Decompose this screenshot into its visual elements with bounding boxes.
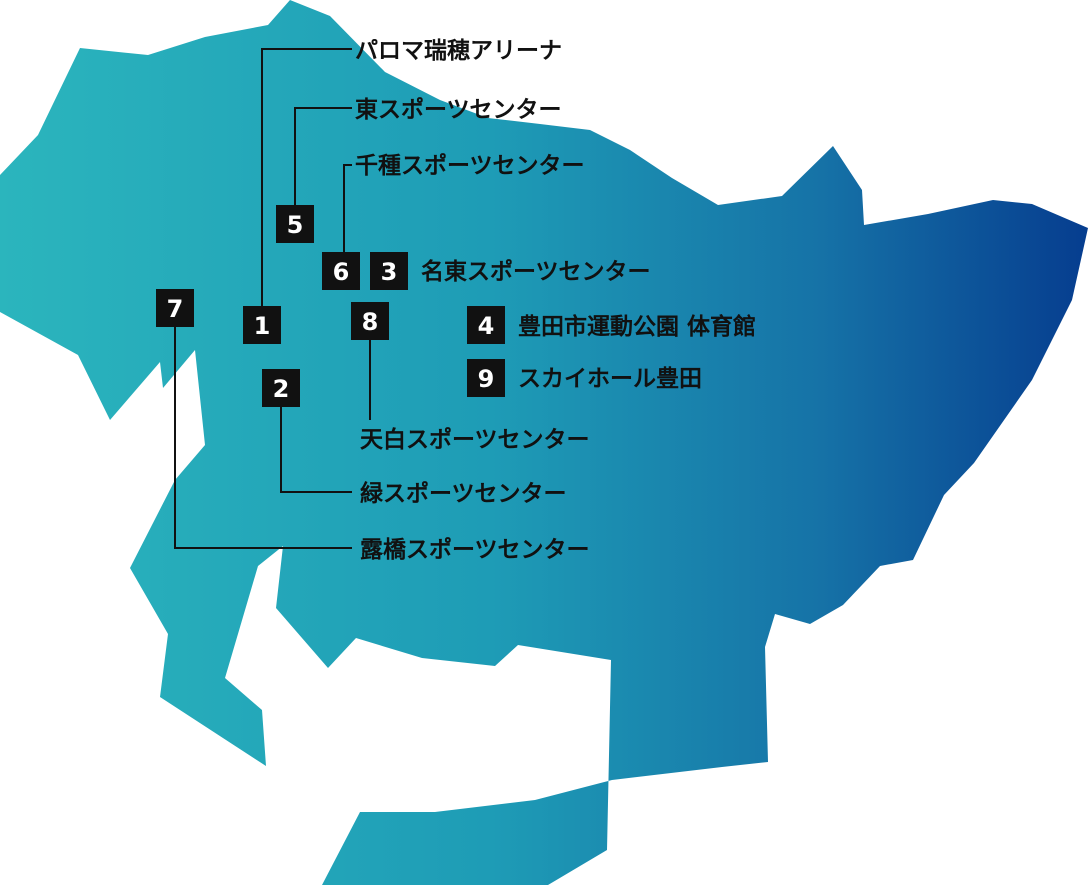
venue-7-number: 7 [167, 295, 184, 323]
venue-1-badge: 1 [243, 306, 281, 344]
venue-5-badge: 5 [276, 205, 314, 243]
venue-3-label: 名東スポーツセンター [421, 258, 651, 285]
venue-9-label: スカイホール豊田 [518, 365, 702, 392]
venue-9-badge: 9 [467, 359, 505, 397]
venue-3-number: 3 [381, 258, 398, 286]
venue-7-label: 露橋スポーツセンター [360, 536, 590, 563]
venue-6-badge: 6 [322, 252, 360, 290]
venue-1-label: パロマ瑞穂アリーナ [355, 38, 562, 64]
venue-1-number: 1 [254, 312, 271, 340]
venue-6-label: 千種スポーツセンター [355, 152, 585, 179]
venue-8-number: 8 [362, 308, 379, 336]
venue-2-badge: 2 [262, 369, 300, 407]
venue-9-number: 9 [478, 365, 495, 393]
venue-8-badge: 8 [351, 302, 389, 340]
venue-2-label: 緑スポーツセンター [360, 480, 567, 507]
venue-2-number: 2 [273, 375, 290, 403]
venue-5-label: 東スポーツセンター [355, 96, 562, 123]
venue-4-number: 4 [478, 312, 495, 340]
leader-lines [174, 48, 371, 549]
venue-7-badge: 7 [156, 289, 194, 327]
venue-3-badge: 3 [370, 252, 408, 290]
venue-5-number: 5 [287, 211, 304, 239]
venue-4-label: 豊田市運動公園 体育館 [518, 313, 756, 340]
venue-6-number: 6 [333, 258, 350, 286]
venue-8-label: 天白スポーツセンター [360, 426, 590, 453]
venue-4-badge: 4 [467, 306, 505, 344]
